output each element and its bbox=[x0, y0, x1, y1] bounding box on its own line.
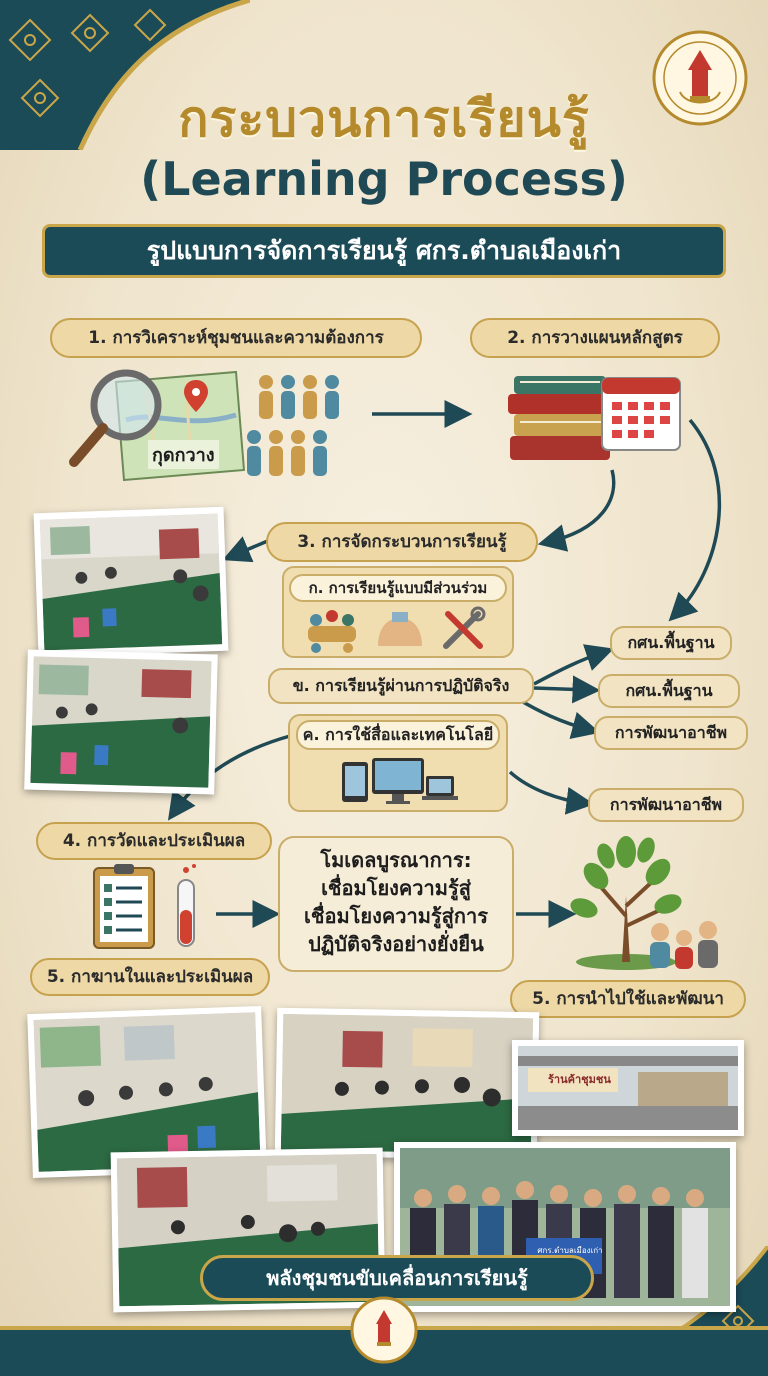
step-5-monitoring-label: 5. กาฆานในและประเมินผล bbox=[30, 958, 270, 996]
tree-icon bbox=[570, 836, 682, 970]
group-sign: ศกร.ตำบลเมืองเก่า bbox=[537, 1246, 603, 1255]
footer-emblem-seal bbox=[350, 1296, 418, 1364]
test-tube-icon bbox=[177, 864, 196, 947]
emblem-seal bbox=[652, 30, 748, 126]
outcome-basic-edu-2: กศน.พื้นฐาน bbox=[598, 674, 740, 708]
method-c-label: ค. การใช้สื่อและเทคโนโลยี bbox=[296, 720, 500, 750]
clipboard-icon bbox=[93, 864, 155, 949]
classroom-photo-3 bbox=[27, 1005, 267, 1179]
step-2-label: 2. การวางแผนหลักสูตร bbox=[470, 318, 720, 358]
method-a-label: ก. การเรียนรู้แบบมีส่วนร่วม bbox=[289, 574, 507, 602]
curriculum-planning-illustration bbox=[508, 376, 681, 460]
books-icon bbox=[508, 376, 610, 460]
participation-icons bbox=[308, 606, 486, 653]
step-4-label: 4. การวัดและประเมินผล bbox=[36, 822, 272, 860]
community-analysis-illustration bbox=[69, 369, 339, 482]
model-line-3: เชื่อมโยงความรู้สู่การ bbox=[304, 904, 488, 928]
footer-slogan-banner: พลังชุมชนขับเคลื่อนการเรียนรู้ bbox=[200, 1255, 594, 1301]
evaluation-illustration bbox=[93, 864, 196, 949]
community-store-photo: ร้านค้าชุมชน bbox=[512, 1040, 744, 1136]
method-c-panel: ค. การใช้สื่อและเทคโนโลยี bbox=[288, 714, 508, 812]
magnifier-icon bbox=[69, 369, 162, 467]
outcome-career-2: การพัฒนาอาชีพ bbox=[588, 788, 744, 822]
model-line-1: โมเดลบูรณาการ: bbox=[320, 848, 472, 872]
step-3-label: 3. การจัดกระบวนการเรียนรู้ bbox=[266, 522, 538, 562]
family-icon bbox=[650, 921, 718, 969]
devices-icon bbox=[342, 758, 458, 804]
growth-tree-illustration bbox=[570, 836, 718, 970]
map-label: กุดกวาง bbox=[148, 440, 219, 469]
classroom-photo-2 bbox=[24, 649, 218, 795]
subtitle-banner: รูปแบบการจัดการเรียนรู้ ศกร.ตำบลเมืองเก่… bbox=[42, 224, 726, 278]
tools-icon bbox=[443, 606, 486, 649]
hands-icon bbox=[378, 612, 422, 646]
corner-ornament-top-left bbox=[0, 0, 250, 150]
page-title-thai: กระบวนการเรียนรู้ bbox=[178, 90, 590, 148]
outcome-basic-edu-1: กศน.พื้นฐาน bbox=[610, 626, 732, 660]
model-line-2: เชื่อมโยงความรู้สู่ bbox=[321, 876, 471, 900]
method-b-label: ข. การเรียนรู้ผ่านการปฏิบัติจริง bbox=[268, 668, 534, 704]
model-line-4: ปฏิบัติจริงอย่างยั่งยืน bbox=[308, 932, 484, 956]
step-1-label: 1. การวิเคราะห์ชุมชนและความต้องการ bbox=[50, 318, 422, 358]
step-5-application-label: 5. การนำไปใช้และพัฒนา bbox=[510, 980, 746, 1018]
outcome-career-1: การพัฒนาอาชีพ bbox=[594, 716, 748, 750]
method-a-panel: ก. การเรียนรู้แบบมีส่วนร่วม bbox=[282, 566, 514, 658]
meeting-icon bbox=[308, 610, 356, 653]
page-title-english: (Learning Process) bbox=[140, 152, 628, 206]
integration-model-box: โมเดลบูรณาการ: เชื่อมโยงความรู้สู่ เชื่อ… bbox=[278, 836, 514, 972]
classroom-photo-1 bbox=[33, 506, 229, 658]
calendar-icon bbox=[601, 377, 681, 451]
classroom-photo-4 bbox=[274, 1007, 540, 1161]
store-sign: ร้านค้าชุมชน bbox=[548, 1073, 611, 1086]
people-group-icon bbox=[247, 375, 339, 476]
